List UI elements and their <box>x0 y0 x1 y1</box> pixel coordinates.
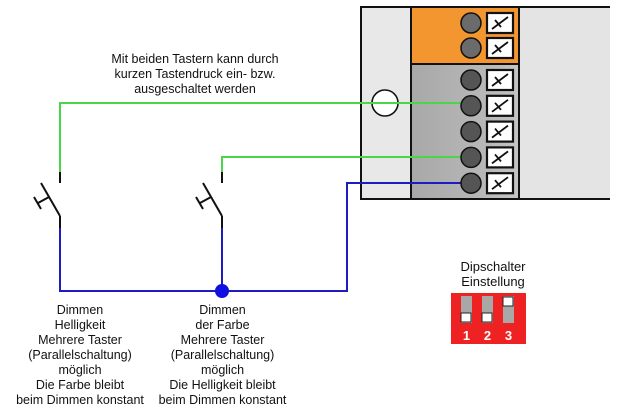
terminal-screw-icon <box>460 37 482 59</box>
dip-label: 2 <box>484 328 491 343</box>
caption-line: beim Dimmen konstant <box>158 393 287 407</box>
dip-knob <box>460 312 472 323</box>
dip-switch-1: 1 <box>460 296 472 343</box>
green-wire-1 <box>59 102 470 172</box>
terminal <box>460 120 515 143</box>
terminals <box>460 11 515 195</box>
push-button-1-icon <box>33 172 61 228</box>
terminal <box>460 146 515 169</box>
dip-knob <box>502 296 514 307</box>
dip-knob <box>481 312 493 323</box>
caption-line: Mehrere Taster <box>38 333 122 347</box>
push-button-2-icon <box>195 172 223 228</box>
caption-line: Mehrere Taster <box>180 333 265 347</box>
green-wire-2 <box>221 156 470 172</box>
blue-wire <box>59 182 470 292</box>
terminal-screw-icon <box>460 95 482 117</box>
caption-line: möglich <box>200 363 245 377</box>
terminal-screw-icon <box>460 120 482 143</box>
terminal <box>460 94 515 117</box>
caption-line: (Parallelschaltung) <box>28 348 132 362</box>
caption-brightness: Dimmen Helligkeit Mehrere Taster (Parall… <box>0 303 160 408</box>
note-line: ausgeschaltet werden <box>134 82 256 96</box>
terminal <box>460 68 515 92</box>
caption-line: der Farbe <box>195 318 250 332</box>
dip-switch-2: 2 <box>481 296 493 343</box>
dip-title-line: Einstellung <box>461 274 525 289</box>
caption-color: Dimmen der Farbe Mehrere Taster (Paralle… <box>150 303 295 408</box>
instruction-note: Mit beiden Tastern kann durch kurzen Tas… <box>60 52 330 97</box>
terminal-screw-icon <box>460 12 482 34</box>
caption-line: Die Helligkeit bleibt <box>169 378 276 392</box>
dip-title-line: Dipschalter <box>460 259 526 274</box>
terminal <box>460 36 515 60</box>
terminal-screw-icon <box>460 69 482 91</box>
terminal <box>460 172 515 195</box>
caption-line: möglich <box>58 363 102 377</box>
terminal <box>460 11 515 35</box>
note-line: kurzen Tastendruck ein- bzw. <box>114 67 276 81</box>
dip-label: 3 <box>505 328 512 343</box>
caption-line: beim Dimmen konstant <box>16 393 144 407</box>
wires <box>59 102 470 298</box>
note-line: Mit beiden Tastern kann durch <box>111 52 279 66</box>
dip-label: 1 <box>463 328 470 343</box>
junction-dot <box>215 284 229 298</box>
dip-switch-title: Dipschalter Einstellung <box>448 259 538 289</box>
caption-line: Helligkeit <box>54 318 106 332</box>
caption-line: (Parallelschaltung) <box>170 348 275 362</box>
terminal-screw-icon <box>460 172 482 194</box>
caption-line: Dimmen <box>56 303 104 317</box>
caption-line: Die Farbe bleibt <box>35 378 125 392</box>
caption-line: Dimmen <box>199 303 246 317</box>
dip-switch-3: 3 <box>502 296 514 343</box>
terminal-screw-icon <box>460 146 482 169</box>
